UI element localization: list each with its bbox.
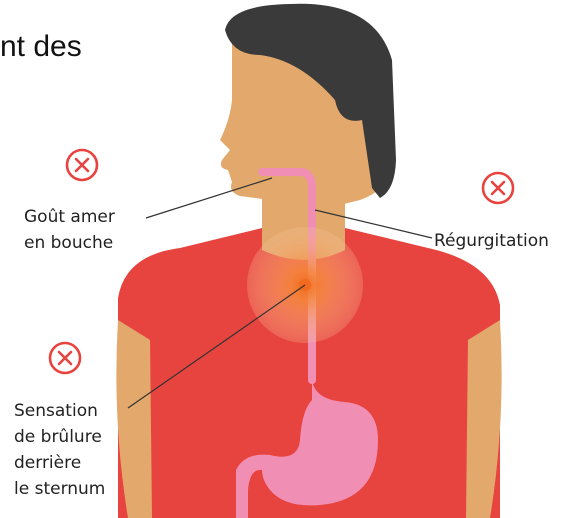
label-taste-line1: Goût amer [24, 204, 115, 230]
label-regurgitation: Régurgitation [434, 228, 549, 254]
label-burning-line2: de brûlure [14, 424, 102, 450]
label-burning-line4: le sternum [14, 476, 105, 502]
label-taste-line2: en bouche [24, 230, 113, 256]
close-circle-icon [67, 150, 97, 180]
close-circle-icon [483, 173, 513, 203]
label-burning-line3: derrière [14, 450, 81, 476]
leader-line-taste [146, 178, 272, 218]
label-burning-line1: Sensation [14, 398, 98, 424]
close-circle-icon [50, 343, 80, 373]
